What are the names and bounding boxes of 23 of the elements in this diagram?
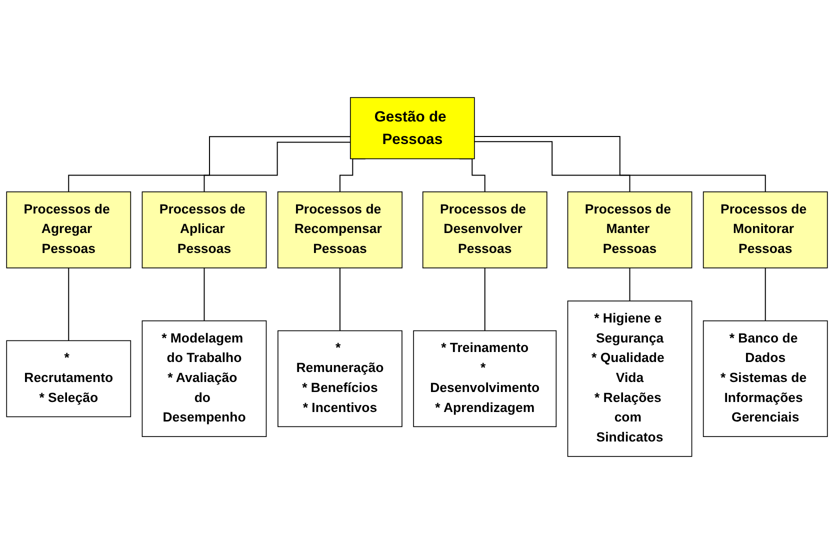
node-box: Processos de Manter Pessoas (567, 191, 692, 268)
node-box: * Banco de Dados * Sistemas de Informações Gerenciais (702, 320, 828, 437)
node-box: * Remuneração * Benefícios * Incentivos (278, 330, 402, 428)
connector (204, 267, 205, 322)
node-box: Processos de Recompensar Pessoas (277, 191, 402, 268)
node-box: * Modelagem do Trabalho * Avaliação do Desempenho (142, 320, 267, 437)
node-box: Processos de Agregar Pessoas (6, 191, 132, 268)
connector (474, 141, 630, 192)
connector (204, 142, 351, 192)
connector (68, 136, 351, 192)
node-box: * Treinamento * Desenvolvimento * Aprendizagem (413, 330, 557, 428)
node-box: * Recrutamento * Seleção (6, 340, 132, 418)
node-box: Gestão de Pessoas (350, 97, 475, 160)
node-box: Processos de Monitorar Pessoas (702, 191, 828, 268)
node-box: Processos de Aplicar Pessoas (142, 191, 267, 268)
connector (764, 267, 766, 322)
connector (68, 267, 70, 342)
connector (474, 136, 766, 192)
connector (339, 267, 340, 332)
connector (629, 267, 630, 302)
connector (484, 267, 486, 332)
node-box: Processos de Desenvolver Pessoas (422, 191, 548, 268)
node-box: * Higiene e Segurança * Qualidade Vida * Relações com Sindicatos (567, 300, 692, 457)
